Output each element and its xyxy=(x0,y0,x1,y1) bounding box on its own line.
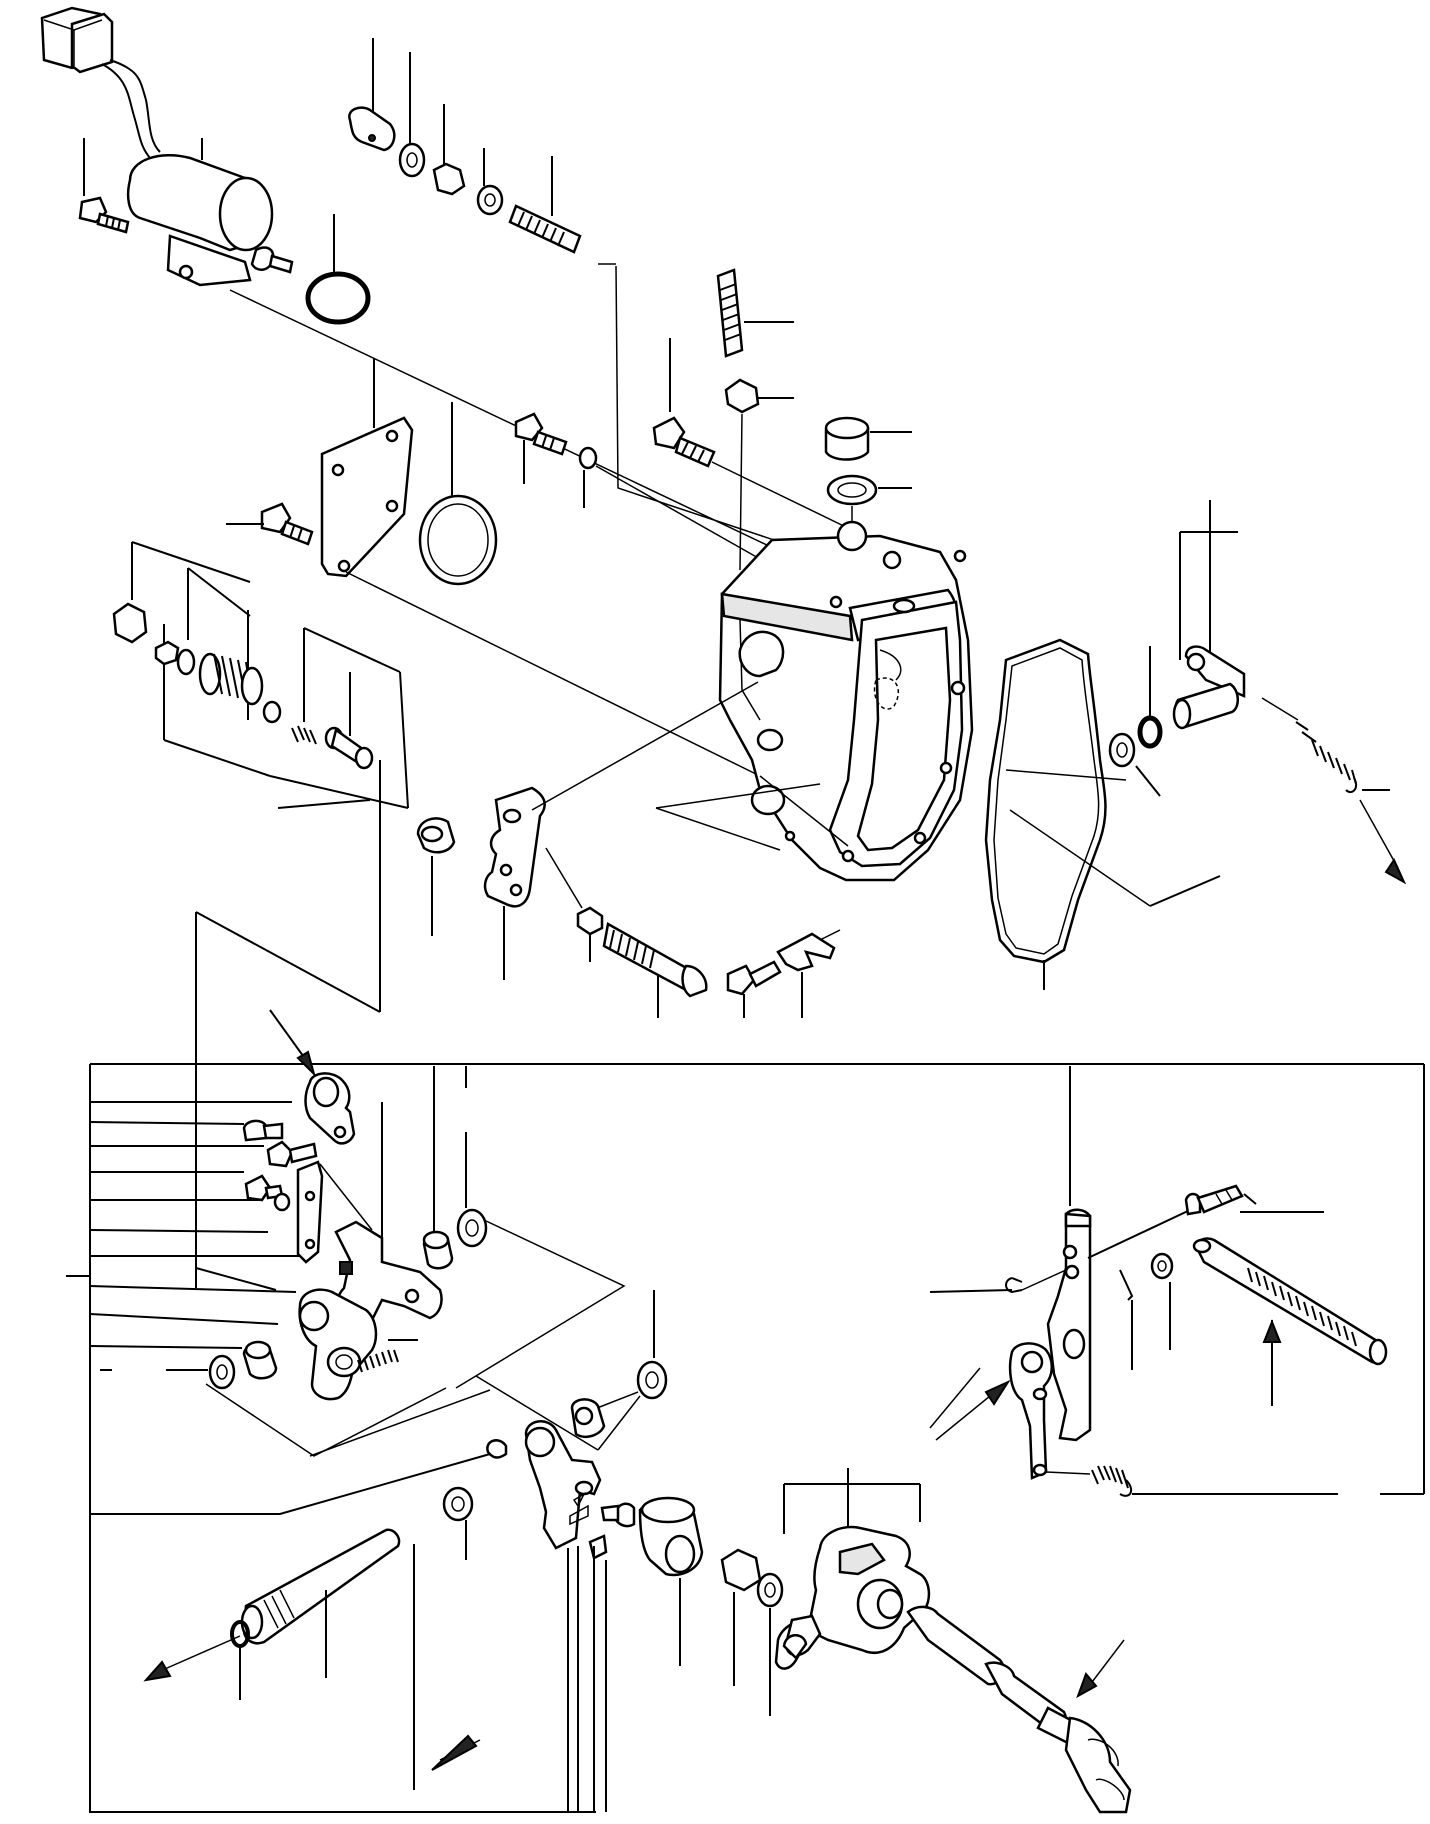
washer xyxy=(442,1486,474,1522)
washer xyxy=(262,700,282,724)
bolt xyxy=(602,922,708,998)
washer xyxy=(456,1208,488,1248)
harness-wire xyxy=(109,59,161,153)
shaft xyxy=(240,1528,401,1645)
arrow xyxy=(1076,1672,1098,1699)
lock-nut xyxy=(154,640,180,666)
bolt xyxy=(514,412,568,456)
lever-shaft xyxy=(1172,645,1246,730)
stud xyxy=(508,204,582,254)
adjusting-screw xyxy=(716,268,744,358)
spring xyxy=(1091,1465,1133,1497)
arrow xyxy=(1262,1319,1282,1343)
throttle-shaft xyxy=(1192,1237,1388,1366)
washer xyxy=(756,1572,784,1608)
clip xyxy=(1005,1277,1023,1294)
lever-plate xyxy=(304,1072,356,1145)
gasket xyxy=(826,474,878,506)
gasket-plate xyxy=(320,416,414,578)
throttle-lever xyxy=(1008,1208,1092,1480)
solenoid xyxy=(126,154,294,287)
frame-line xyxy=(89,1064,596,1813)
washer xyxy=(636,1360,668,1400)
bolt xyxy=(652,416,716,468)
spring xyxy=(1295,721,1358,794)
arrow xyxy=(296,1050,316,1078)
link-plate xyxy=(296,1160,324,1264)
pin xyxy=(324,726,374,770)
bushing xyxy=(422,1230,454,1270)
nut xyxy=(724,378,760,414)
governor-housing xyxy=(718,520,974,882)
lever-assembly xyxy=(774,1525,931,1670)
bushing xyxy=(242,1340,278,1380)
connector xyxy=(40,6,114,74)
seal-ring xyxy=(418,494,498,586)
yoke xyxy=(298,1288,378,1401)
plug xyxy=(824,416,870,461)
spring xyxy=(357,1349,399,1373)
washer xyxy=(476,184,504,216)
cap xyxy=(638,1496,704,1577)
bolt xyxy=(242,1119,284,1142)
clip xyxy=(776,932,836,972)
nut xyxy=(576,906,604,936)
bracket xyxy=(483,786,546,908)
cable xyxy=(906,1605,1132,1814)
washer xyxy=(398,142,426,178)
o-ring xyxy=(305,271,371,325)
nut xyxy=(720,1548,762,1592)
washer xyxy=(1150,1252,1174,1280)
bolt xyxy=(78,196,130,234)
washer xyxy=(1108,732,1136,768)
bolt xyxy=(1184,1184,1244,1216)
bolt xyxy=(266,1140,318,1168)
bolt xyxy=(726,960,782,996)
governor-lever xyxy=(524,1398,606,1550)
arrow xyxy=(431,1734,478,1771)
harness-wire xyxy=(101,63,151,159)
spring xyxy=(291,725,317,745)
fitting xyxy=(348,106,396,152)
arrow xyxy=(1384,857,1407,885)
washer xyxy=(208,1354,236,1390)
washer xyxy=(176,648,196,676)
lock-washer xyxy=(273,1192,291,1212)
arrow xyxy=(143,1660,172,1682)
washer xyxy=(578,446,598,470)
nut xyxy=(112,602,148,644)
screw xyxy=(600,1502,636,1528)
e-clip xyxy=(486,1439,508,1459)
pin xyxy=(588,1534,608,1560)
cotter-pin xyxy=(1119,1269,1134,1301)
spring xyxy=(198,652,264,706)
o-ring xyxy=(1137,715,1163,749)
cover-gasket xyxy=(984,638,1107,964)
arrow xyxy=(984,1379,1011,1406)
nut xyxy=(432,162,466,196)
bolt xyxy=(260,502,314,546)
